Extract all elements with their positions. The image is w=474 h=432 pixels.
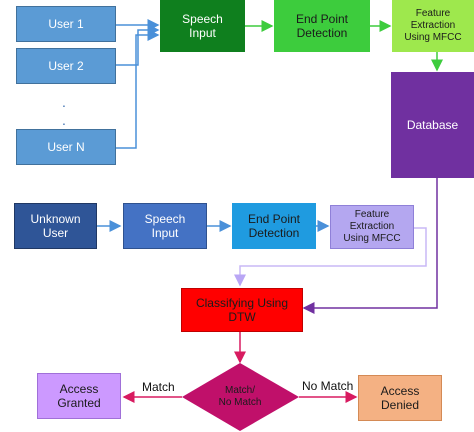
users-to-speech-input-edges: [116, 19, 160, 149]
user-n-box: User N: [16, 129, 116, 165]
user-1-box: User 1: [16, 6, 116, 42]
feature-extraction-bottom-box: Feature Extraction Using MFCC: [330, 205, 414, 249]
user-2-box: User 2: [16, 48, 116, 84]
no-match-edge-label: No Match: [302, 379, 354, 393]
speech-input-top-box: Speech Input: [160, 0, 245, 52]
edge-database-to-classifying: [302, 178, 438, 314]
ellipsis-dot-1: .: [62, 94, 66, 110]
database-box: Database: [391, 72, 474, 178]
speech-input-bottom-box: Speech Input: [123, 203, 207, 249]
decision-diamond: [182, 363, 299, 431]
endpoint-detection-bottom-box: End Point Detection: [232, 203, 316, 249]
endpoint-detection-top-box: End Point Detection: [274, 0, 370, 52]
access-denied-box: Access Denied: [358, 375, 442, 421]
ellipsis-dot-2: .: [62, 112, 66, 128]
classifying-dtw-box: Classifying Using DTW: [181, 288, 303, 332]
decision-label: Match/ No Match: [218, 385, 262, 408]
edge-feature-bottom-to-classifying: [234, 227, 427, 287]
unknown-user-box: Unknown User: [14, 203, 97, 249]
feature-extraction-top-box: Feature Extraction Using MFCC: [392, 0, 474, 52]
access-granted-box: Access Granted: [37, 373, 121, 419]
match-edge-label: Match: [142, 380, 175, 394]
